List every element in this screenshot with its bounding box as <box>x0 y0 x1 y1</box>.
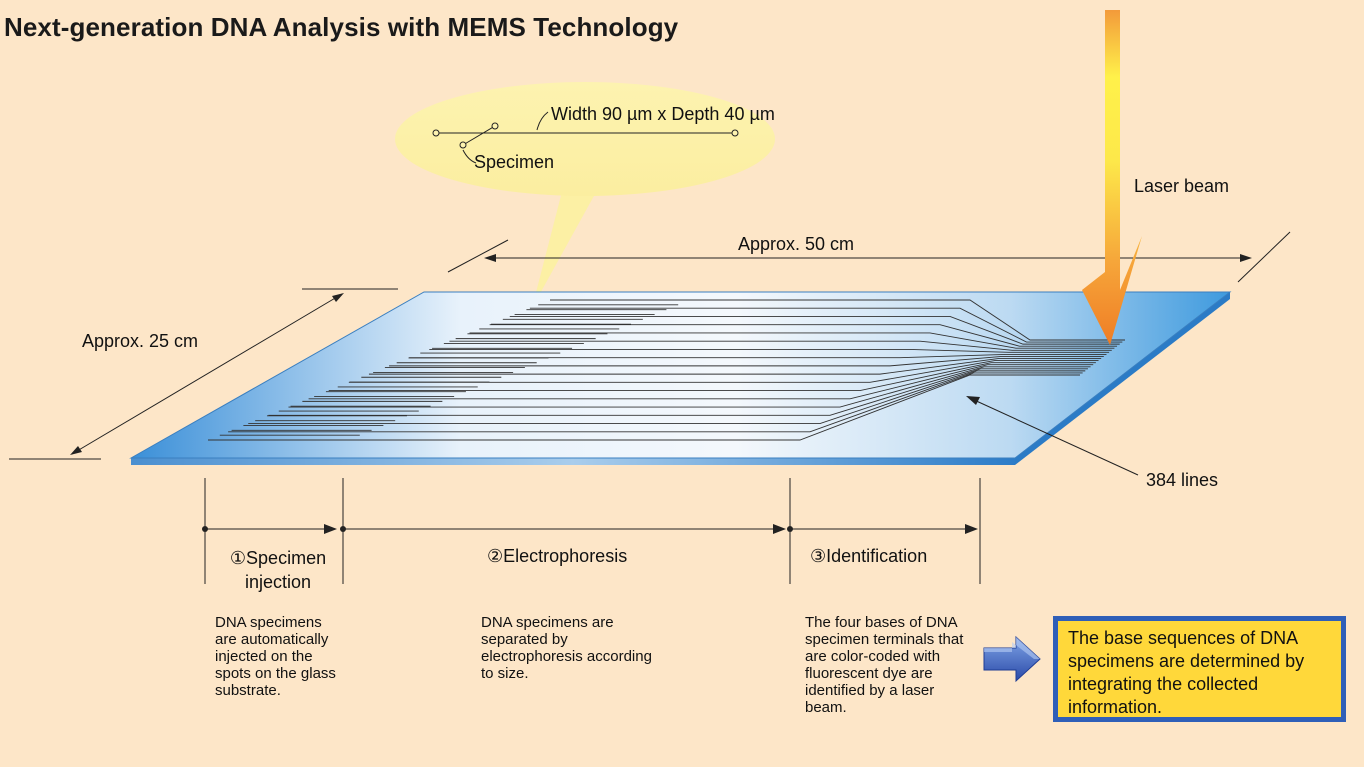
laser-beam-arrow <box>1082 10 1142 345</box>
channel-callout <box>395 82 775 308</box>
channel-dimension-label: Width 90 µm x Depth 40 µm <box>551 104 775 124</box>
channel-line <box>489 324 1118 347</box>
stage-injection-label: ①Specimen injection <box>229 548 327 592</box>
channel-line <box>389 356 1104 367</box>
width-label: Approx. 25 cm <box>82 331 199 351</box>
stage-electrophoresis-description: DNA specimens are separated by electroph… <box>481 614 652 682</box>
laser-beam-label: Laser beam <box>1134 176 1230 196</box>
width-dimension <box>9 288 398 460</box>
lines-count-label: 384 lines <box>1146 470 1219 490</box>
channel-line <box>248 370 1086 424</box>
channel-line <box>308 364 1094 400</box>
result-box: The base sequences of DNA specimens are … <box>1053 616 1346 722</box>
specimen-label: Specimen <box>474 152 555 172</box>
channel-line <box>409 353 1107 359</box>
glass-substrate <box>129 291 1232 465</box>
stage-injection-description: DNA specimens are automatically injected… <box>215 614 336 699</box>
stage-arrows <box>202 524 978 534</box>
channel-line <box>268 368 1088 416</box>
channel-line <box>288 366 1091 408</box>
channel-line <box>208 374 1080 441</box>
result-arrow-icon <box>983 635 1041 683</box>
channel-line <box>228 372 1083 433</box>
channel-line <box>529 307 1123 343</box>
stage-identification-label: ③Identification <box>810 546 928 566</box>
channel-line <box>469 332 1115 349</box>
channel-line <box>368 358 1102 375</box>
channel-lines <box>208 299 1125 441</box>
channel-line <box>328 362 1096 392</box>
lines-pointer <box>966 396 1139 476</box>
channel-line <box>550 299 1125 341</box>
page-title: Next-generation DNA Analysis with MEMS T… <box>4 12 679 42</box>
channel-line <box>509 316 1120 345</box>
stage-identification-description: The four bases of DNA specimen terminals… <box>805 614 964 716</box>
channel-line <box>449 340 1112 351</box>
channel-line <box>429 348 1110 353</box>
length-dimension <box>447 231 1291 283</box>
channel-line <box>348 360 1099 383</box>
stage-electrophoresis-label: ②Electrophoresis <box>487 546 628 566</box>
length-label: Approx. 50 cm <box>738 234 855 254</box>
